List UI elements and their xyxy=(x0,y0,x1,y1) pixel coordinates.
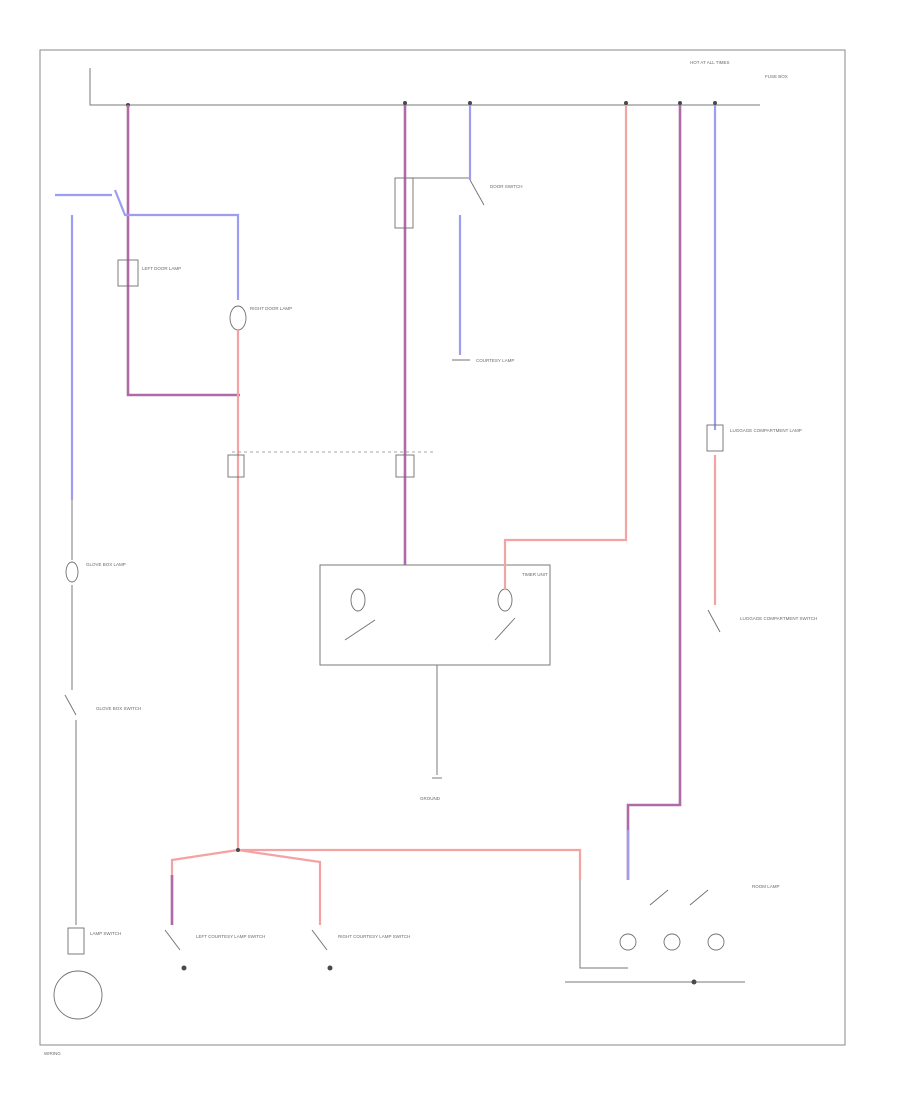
left-courtesy-switch-label: LEFT COURTESY LAMP SWITCH xyxy=(196,934,265,939)
luggage-switch-label: LUGGAGE COMPARTMENT SWITCH xyxy=(740,616,817,621)
timer-unit-label: TIMER UNIT xyxy=(522,572,548,577)
wire-red-left-branch xyxy=(170,848,239,925)
left-door-lamp-symbol xyxy=(117,259,139,287)
bus-node-4 xyxy=(624,101,628,105)
room-lamp-bulb-2 xyxy=(663,933,681,951)
timer-lamp-right xyxy=(497,588,513,612)
wire-red-right-branch xyxy=(237,848,322,925)
diagram-border xyxy=(39,49,846,1046)
power-bus xyxy=(89,68,760,106)
timer-switch-left xyxy=(344,619,376,641)
ground-room-lamp xyxy=(691,979,697,985)
bus-node-3 xyxy=(468,101,472,105)
glove-box-switch-symbol xyxy=(64,694,77,716)
room-lamp-bulb-1 xyxy=(619,933,637,951)
wire-timer-red xyxy=(503,105,628,590)
courtesy-lamp-label: COURTESY LAMP xyxy=(476,358,514,363)
fuse-block-label: HOT AT ALL TIMES xyxy=(690,60,730,65)
glove-box-lamp-label: GLOVE BOX LAMP xyxy=(86,562,126,567)
lamp-switch-label: LAMP SWITCH xyxy=(90,931,121,936)
luggage-lamp-label: LUGGAGE COMPARTMENT LAMP xyxy=(730,428,802,433)
door-switch-body xyxy=(394,177,414,229)
wire-right-purple xyxy=(626,105,682,880)
left-courtesy-switch-symbol xyxy=(164,929,181,951)
bus-node-5 xyxy=(678,101,682,105)
timer-lamp-left xyxy=(350,588,366,612)
fuse-box-note: FUSE BOX xyxy=(765,74,788,79)
ground-right-courtesy xyxy=(327,965,333,971)
connector-detail-circle xyxy=(53,970,103,1020)
right-door-lamp-symbol xyxy=(229,305,247,331)
room-lamp-bulb-3 xyxy=(707,933,725,951)
ground-note: GROUND xyxy=(420,796,441,801)
bus-node-6 xyxy=(713,101,717,105)
bus-node-2 xyxy=(403,101,407,105)
lamp-switch-symbol xyxy=(67,927,85,955)
right-courtesy-switch-symbol xyxy=(311,929,328,951)
wire-red-bottom-bus xyxy=(238,848,582,880)
door-switch-contact xyxy=(469,179,485,206)
timer-unit-box xyxy=(319,564,551,666)
wire-room-lamp xyxy=(579,880,628,969)
luggage-switch-symbol xyxy=(707,609,721,633)
glove-box-lamp-symbol xyxy=(65,561,79,583)
luggage-lamp-symbol xyxy=(706,424,724,452)
junction-middle xyxy=(395,454,415,478)
door-switch-label: DOOR SWITCH xyxy=(490,184,523,189)
wire-left-purple xyxy=(126,105,240,397)
splice-bottom xyxy=(236,848,240,852)
room-lamp-switch xyxy=(649,889,709,906)
wire-left-blue-top xyxy=(113,189,240,300)
room-lamp-label: ROOM LAMP xyxy=(752,884,780,889)
glove-box-switch-label: GLOVE BOX SWITCH xyxy=(96,706,141,711)
footnote: WIRING xyxy=(44,1051,61,1056)
junction-left xyxy=(227,454,245,478)
timer-switch-right xyxy=(494,617,516,641)
right-courtesy-switch-label: RIGHT COURTESY LAMP SWITCH xyxy=(338,934,410,939)
right-door-lamp-label: RIGHT DOOR LAMP xyxy=(250,306,292,311)
left-door-lamp-label: LEFT DOOR LAMP xyxy=(142,266,181,271)
ground-left-courtesy xyxy=(181,965,187,971)
